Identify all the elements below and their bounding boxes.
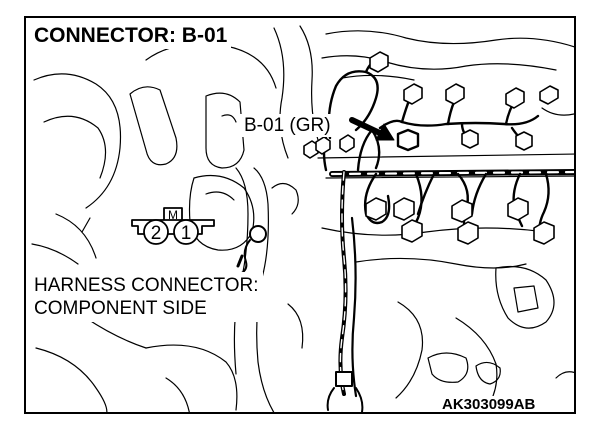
diagram-frame: M 2 1 CONNECTOR: B-01 B-01 (GR) HARNESS … [24, 16, 576, 414]
connector-key-label: M [168, 208, 178, 222]
connector-callout-label: B-01 (GR) [240, 114, 335, 137]
main-harness [326, 170, 364, 412]
engine-bay-outline [33, 25, 574, 412]
engine-bay-illustration: M 2 1 [31, 25, 574, 412]
misc-detail [31, 182, 299, 265]
harness-rail [329, 169, 574, 177]
harness-caption: HARNESS CONNECTOR: COMPONENT SIDE [32, 272, 263, 322]
connector-face-symbol [131, 207, 215, 245]
harness-caption-line1: HARNESS CONNECTOR: [34, 275, 259, 296]
connector-pin-1: 1 [181, 223, 192, 244]
harness-caption-line2: COMPONENT SIDE [34, 298, 207, 319]
terminal-clip [236, 225, 267, 275]
diagram-title: CONNECTOR: B-01 [32, 24, 232, 49]
connector-pin-2: 2 [151, 223, 162, 244]
lower-connectors [363, 172, 555, 245]
callout-arrow [349, 117, 395, 141]
figure-code: AK303099AB [438, 396, 540, 412]
upper-connectors [303, 51, 559, 159]
